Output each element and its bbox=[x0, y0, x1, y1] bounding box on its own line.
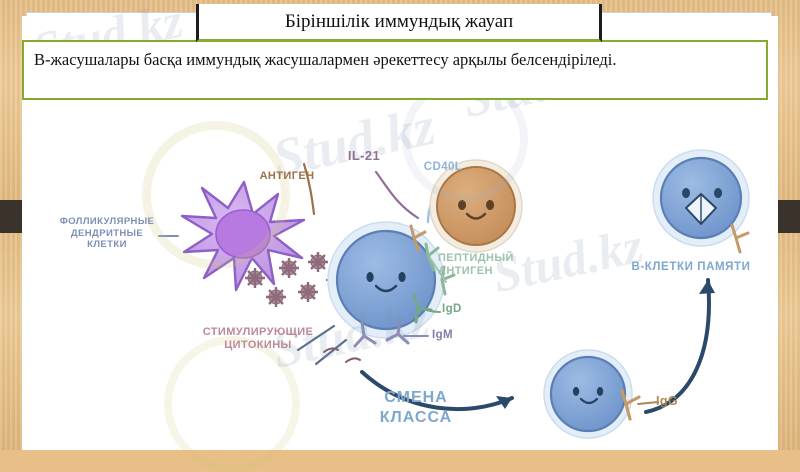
dendritic-cell bbox=[180, 180, 306, 292]
cytokine-arrows bbox=[296, 324, 348, 366]
memory-cell-receptor bbox=[730, 223, 750, 254]
igg-pointer-line bbox=[637, 401, 659, 405]
igm-receptor bbox=[353, 318, 410, 348]
label-follicular-dendritic-cells: ФОЛЛИКУЛЯРНЫЕ ДЕНДРИТНЫЕ КЛЕТКИ bbox=[59, 216, 155, 251]
antigen-pointer-line bbox=[302, 162, 316, 216]
igg-receptor bbox=[620, 389, 641, 421]
cytokine-squiggles bbox=[323, 347, 361, 363]
label-igd: IgD bbox=[442, 303, 462, 315]
label-igm: IgM bbox=[432, 329, 453, 341]
label-antigen: АНТИГЕН bbox=[259, 170, 315, 182]
memory-differentiation-arrow bbox=[644, 278, 715, 414]
diagram-artwork bbox=[158, 149, 750, 439]
immune-response-diagram: ФОЛЛИКУЛЯРНЫЕ ДЕНДРИТНЫЕ КЛЕТКИ АНТИГЕН … bbox=[46, 112, 788, 464]
label-class-switch: СМЕНА КЛАССА bbox=[379, 389, 453, 426]
slide-panel: Stud.kz Stud.kz Stud.kz Stud.kz Stud.kz bbox=[22, 0, 778, 472]
peptide-pointer-line bbox=[429, 257, 447, 283]
label-stimulating-cytokines: СТИМУЛИРУЮЩИЕ ЦИТОКИНЫ bbox=[202, 326, 314, 352]
label-cd40l: CD40L bbox=[423, 161, 463, 173]
title-box: Біріншілік иммундық жауап bbox=[196, 4, 602, 42]
class-switch-arrow bbox=[360, 370, 514, 412]
page-title: Біріншілік иммундық жауап bbox=[284, 10, 514, 32]
label-memory-b-cells: В-КЛЕТКИ ПАМЯТИ bbox=[631, 261, 751, 273]
label-peptide-antigen: ПЕПТИДНЫЙ АНТИГЕН bbox=[438, 252, 514, 278]
label-il-21: IL-21 bbox=[347, 148, 381, 163]
body-text-box: В-жасушалары басқа иммундық жасушалармен… bbox=[22, 40, 768, 100]
body-text: В-жасушалары басқа иммундық жасушалармен… bbox=[34, 50, 617, 69]
igd-pointer-line bbox=[419, 307, 441, 313]
plasma-b-cell bbox=[543, 349, 633, 439]
il21-pointer-line bbox=[374, 170, 420, 220]
t-helper-cell bbox=[429, 159, 523, 253]
label-igg: IgG bbox=[656, 394, 679, 408]
activated-b-cell bbox=[327, 221, 445, 339]
memory-b-cell bbox=[652, 149, 750, 247]
